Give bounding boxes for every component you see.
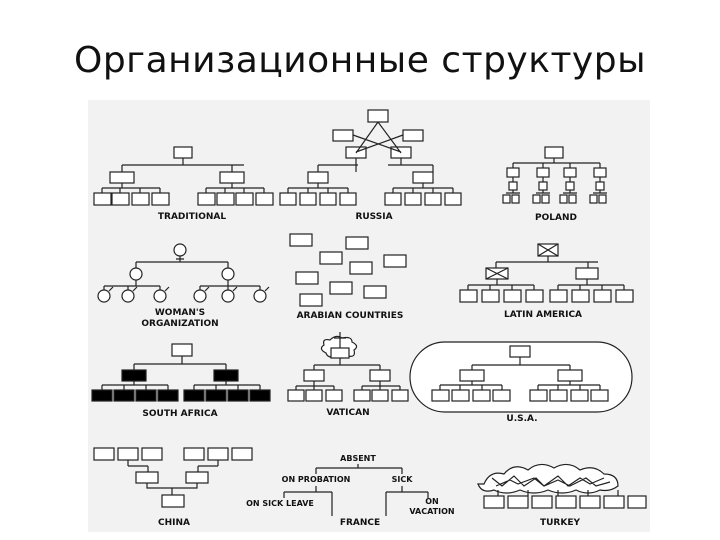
arabian-countries-chart: ARABIAN COUNTRIES: [289, 233, 407, 321]
france-node-absent: ABSENT: [340, 454, 376, 463]
panel-label: TRADITIONAL: [158, 212, 226, 222]
south-africa-chart: SOUTH AFRICA: [91, 343, 271, 419]
france-node-on-vacation: VACATION: [409, 507, 454, 516]
panel-label: CHINA: [158, 518, 190, 528]
china-chart: CHINA: [93, 447, 253, 528]
usa-chart: U.S.A.: [409, 341, 633, 424]
panel-label: TURKEY: [540, 518, 580, 528]
traditional-chart: TRADITIONAL: [93, 146, 274, 222]
france-node-on-probation: ON PROBATION: [282, 475, 351, 484]
france-node-sick: SICK: [392, 475, 414, 484]
slide-title: Организационные структуры: [73, 40, 647, 81]
panel-label: RUSSIA: [355, 212, 392, 222]
panel-label: POLAND: [535, 213, 577, 223]
france-node-on-vacation: ON: [425, 497, 439, 506]
panel-label: FRANCE: [340, 518, 380, 528]
panel-label: VATICAN: [326, 408, 369, 418]
womens-organization-chart: WOMAN'S ORGANIZATION: [97, 243, 270, 329]
panel-label: WOMAN'S: [155, 308, 205, 318]
panel-label: ARABIAN COUNTRIES: [297, 311, 404, 321]
panel-label: LATIN AMERICA: [504, 310, 582, 320]
turkey-chart: TURKEY: [477, 463, 647, 528]
panel-label: SOUTH AFRICA: [142, 409, 217, 419]
org-structures-diagram: TRADITIONAL RUSSIA: [88, 100, 650, 532]
russia-chart: RUSSIA: [279, 109, 462, 222]
france-node-on-sick-leave: ON SICK LEAVE: [246, 499, 314, 508]
panel-label: U.S.A.: [506, 414, 537, 424]
latin-america-chart: LATIN AMERICA: [459, 243, 634, 320]
panel-label: ORGANIZATION: [141, 319, 218, 329]
france-chart: ABSENT ON PROBATION SICK ON SICK LEAVE O…: [246, 454, 454, 528]
vatican-chart: VATICAN: [287, 332, 409, 418]
poland-chart: POLAND: [502, 146, 607, 223]
